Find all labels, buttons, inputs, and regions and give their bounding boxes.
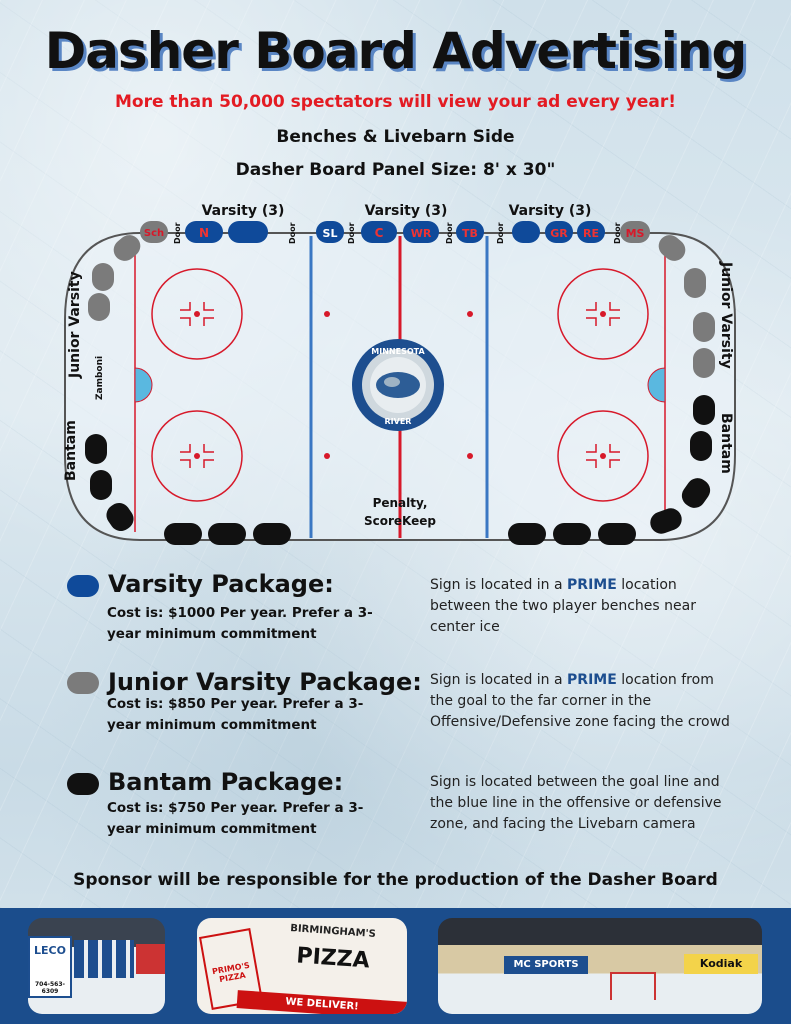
panel-re xyxy=(577,221,605,243)
we-deliver-banner: WE DELIVER! xyxy=(236,990,407,1014)
svg-text:Sch: Sch xyxy=(144,228,164,239)
right-crease xyxy=(647,367,666,403)
panel-sch xyxy=(140,221,168,243)
panel-varsity-blank-2 xyxy=(512,221,540,243)
varsity-label-2: Varsity (3) xyxy=(365,203,448,219)
minnesota-river-logo: MINNESOTA RIVER xyxy=(352,339,444,431)
varsity-chip xyxy=(67,575,99,597)
svg-text:SL: SL xyxy=(323,227,338,240)
svg-text:TB: TB xyxy=(462,227,478,240)
svg-text:MS: MS xyxy=(626,227,645,240)
right-jv-panels xyxy=(658,235,715,378)
penalty-label: Penalty, xyxy=(373,496,428,510)
faceoff-circle-bl xyxy=(151,410,243,502)
panel-n xyxy=(185,221,223,243)
panel-wr xyxy=(403,221,439,243)
panel-sl xyxy=(316,221,344,243)
svg-text:C: C xyxy=(375,226,384,240)
panel-varsity-blank-1 xyxy=(228,221,268,243)
varsity-cost: Cost is: $1000 Per year. Prefer a 3-year… xyxy=(107,605,373,642)
photo-pizza-signs: PRIMO'S PIZZA BIRMINGHAM'S PIZZA WE DELI… xyxy=(197,918,407,1014)
photo-rink-boards: LECO 704-563-6309 xyxy=(28,918,165,1014)
left-crease xyxy=(134,367,153,403)
mc-sports-sign: MC SPORTS xyxy=(504,956,588,974)
door-label: Door xyxy=(496,222,505,244)
kodiak-sign: Kodiak xyxy=(684,954,758,974)
svg-text:RIVER: RIVER xyxy=(385,417,412,426)
svg-text:RE: RE xyxy=(583,227,599,240)
door-label: Door xyxy=(347,222,356,244)
faceoff-circle-br xyxy=(557,410,649,502)
bantam-chip xyxy=(67,773,99,795)
bantam-title: Bantam Package: xyxy=(108,768,344,796)
sponsor-note: Sponsor will be responsible for the prod… xyxy=(73,870,718,890)
right-bantam-panels xyxy=(650,395,715,534)
bantam-cost: Cost is: $750 Per year. Prefer a 3-year … xyxy=(107,800,364,837)
varsity-label-3: Varsity (3) xyxy=(509,203,592,219)
bantam-desc: Sign is located between the goal line an… xyxy=(430,774,722,832)
svg-text:GR: GR xyxy=(550,227,568,240)
left-jv-label: Junior Varsity xyxy=(67,271,83,379)
jv-desc: Sign is located in a PRIME location from… xyxy=(430,672,730,730)
photo-arena-boards: MC SPORTS Kodiak xyxy=(438,918,762,1014)
panel-gr xyxy=(545,221,573,243)
varsity-label-1: Varsity (3) xyxy=(202,203,285,219)
jv-title: Junior Varsity Package: xyxy=(108,668,422,696)
pizza-text: PIZZA xyxy=(295,943,371,974)
jv-chip xyxy=(67,672,99,694)
svg-text:MINNESOTA: MINNESOTA xyxy=(371,347,425,356)
door-label: Door xyxy=(288,222,297,244)
door-label: Door xyxy=(173,222,182,244)
faceoff-circle-tr xyxy=(557,268,649,360)
top-panels: Sch N SL C WR TB GR RE MS xyxy=(140,221,650,243)
birminghams-text: BIRMINGHAM'S xyxy=(289,923,377,940)
panel-ms xyxy=(620,221,650,243)
panel-size: Dasher Board Panel Size: 8' x 30" xyxy=(235,160,556,180)
varsity-title: Varsity Package: xyxy=(108,570,334,598)
left-bantam-label: Bantam xyxy=(63,420,79,481)
door-label: Door xyxy=(445,222,454,244)
side-label: Benches & Livebarn Side xyxy=(276,127,515,147)
scorekeep-label: ScoreKeep xyxy=(364,514,436,528)
zamboni-label: Zamboni xyxy=(95,356,105,400)
panel-c xyxy=(361,221,397,243)
varsity-desc: Sign is located in a PRIME location betw… xyxy=(430,577,696,635)
door-label: Door xyxy=(613,222,622,244)
leco-sign: LECO 704-563-6309 xyxy=(28,936,72,998)
bottom-bantam-panels xyxy=(164,523,636,545)
jv-cost: Cost is: $850 Per year. Prefer a 3-year … xyxy=(107,696,364,733)
page-subtitle: More than 50,000 spectators will view yo… xyxy=(114,92,677,112)
page-title: Dasher Board Advertising xyxy=(44,22,748,80)
left-bantam-panels xyxy=(85,434,134,532)
left-jv-panels xyxy=(88,235,141,321)
svg-text:N: N xyxy=(199,226,209,240)
svg-text:WR: WR xyxy=(411,227,432,240)
hockey-goal xyxy=(610,972,656,1000)
rink-diagram: MINNESOTA RIVER Varsity (3) Varsity (3) … xyxy=(63,203,736,545)
faceoff-circle-tl xyxy=(151,268,243,360)
right-bantam-label: Bantam xyxy=(718,413,734,474)
panel-tb xyxy=(456,221,484,243)
right-jv-label: Junior Varsity xyxy=(718,261,734,369)
